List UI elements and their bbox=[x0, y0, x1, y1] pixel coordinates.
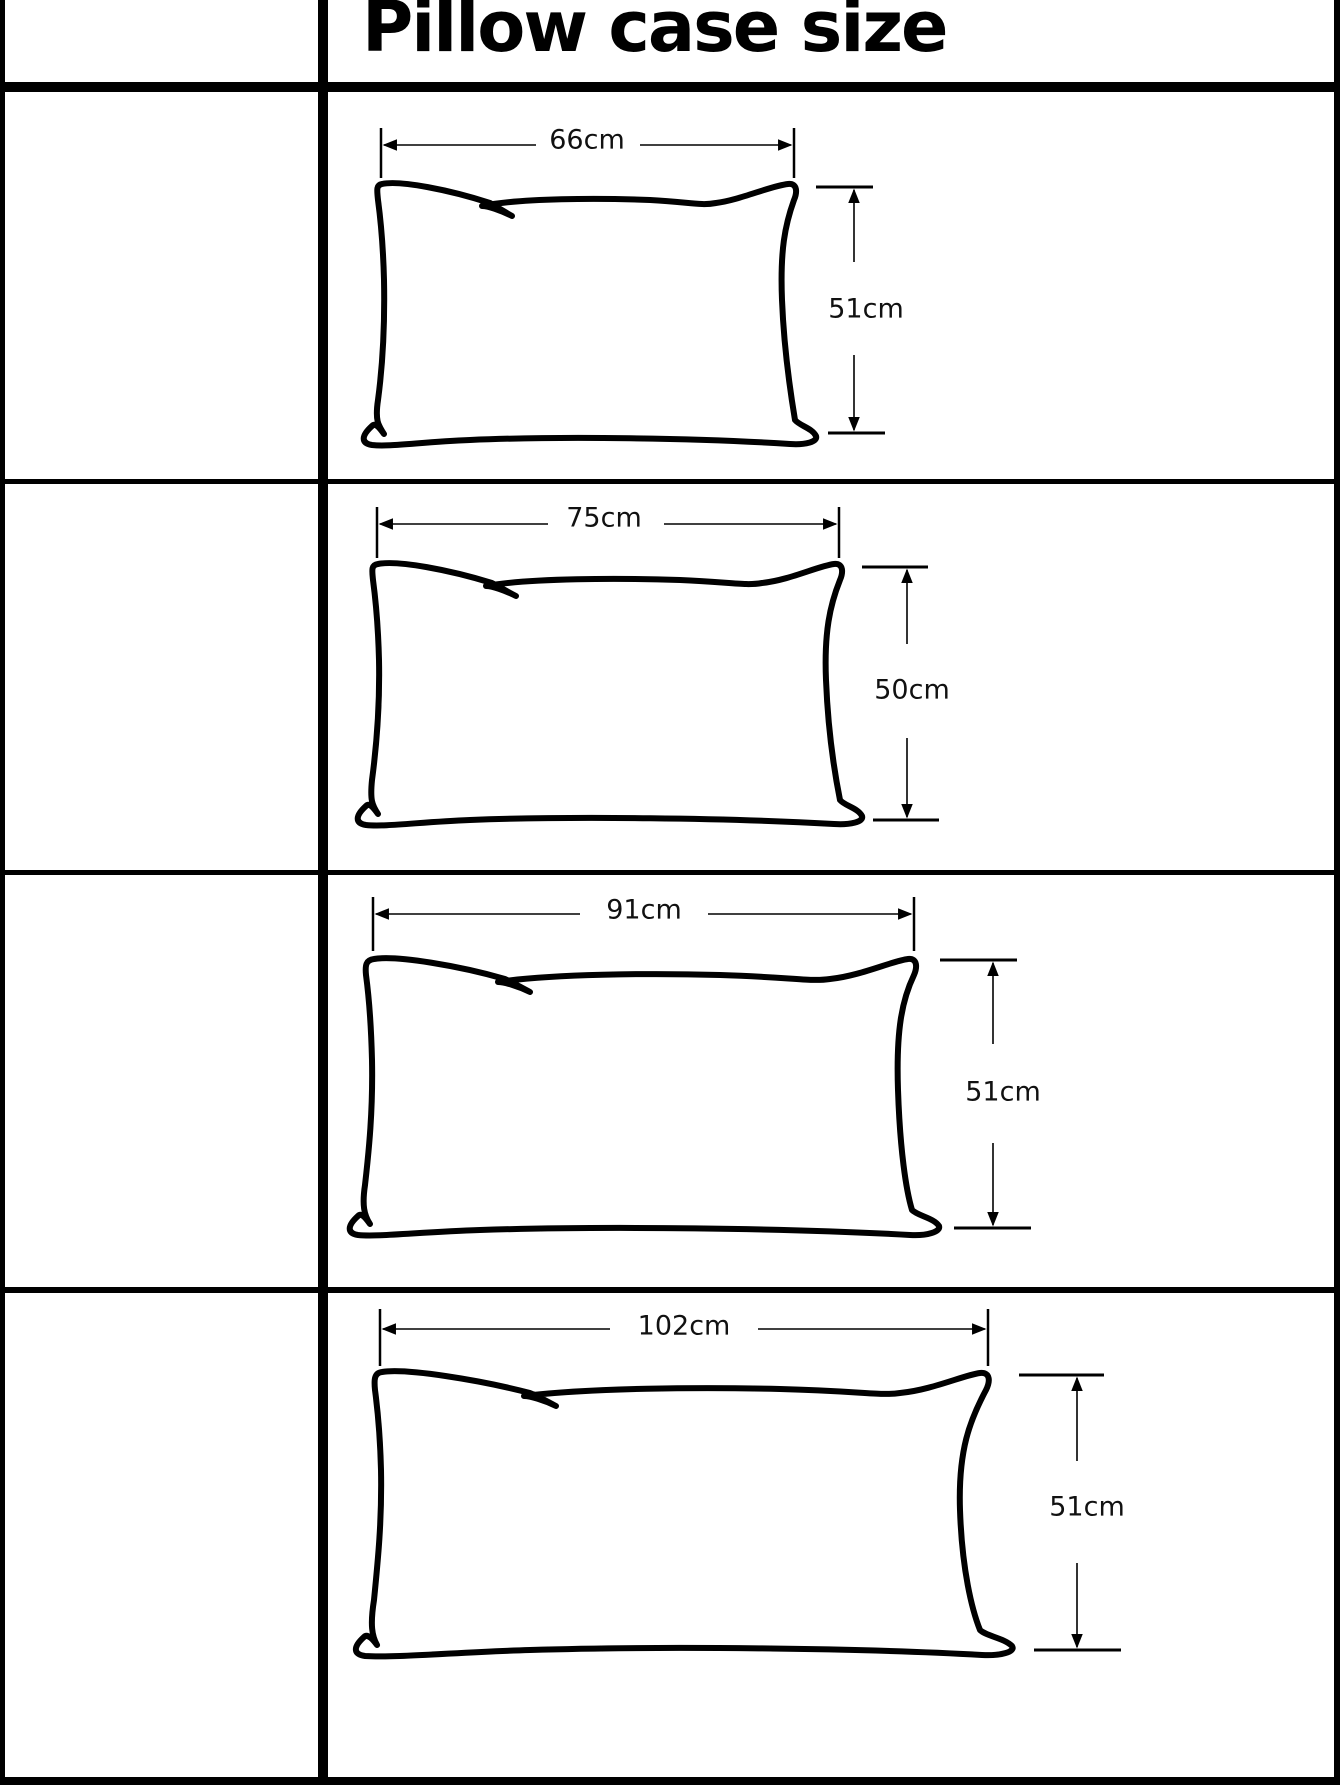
pillow-3-diagram bbox=[346, 897, 1031, 1239]
header-divider bbox=[0, 82, 1340, 92]
pillow-outline-1 bbox=[360, 180, 820, 449]
height-label-1: 51cm bbox=[822, 295, 910, 323]
width-dimension-1 bbox=[379, 128, 796, 178]
outer-border-right bbox=[1334, 0, 1340, 1785]
height-label-4: 51cm bbox=[1043, 1493, 1131, 1521]
height-label-3: 51cm bbox=[959, 1078, 1047, 1106]
width-label-2: 75cm bbox=[560, 504, 648, 532]
row-divider-2 bbox=[0, 870, 1340, 875]
height-dimension-1 bbox=[816, 185, 885, 435]
pillow-4-diagram bbox=[352, 1309, 1121, 1660]
page-title: Pillow case size bbox=[362, 0, 949, 68]
width-label-4: 102cm bbox=[631, 1312, 737, 1340]
width-label-1: 66cm bbox=[543, 126, 631, 154]
row-divider-1 bbox=[0, 479, 1340, 484]
outer-border-bottom bbox=[0, 1777, 1340, 1785]
outer-border-left bbox=[0, 0, 5, 1785]
pillow-outline-3 bbox=[346, 955, 943, 1239]
pillow-2-diagram bbox=[354, 507, 939, 829]
height-label-2: 50cm bbox=[868, 676, 956, 704]
pillow-outline-2 bbox=[354, 560, 866, 829]
width-label-3: 91cm bbox=[600, 896, 688, 924]
row-divider-3 bbox=[0, 1287, 1340, 1293]
pillow-1-diagram bbox=[360, 128, 885, 449]
column-divider bbox=[318, 0, 328, 1785]
pillow-outline-4 bbox=[352, 1368, 1016, 1660]
